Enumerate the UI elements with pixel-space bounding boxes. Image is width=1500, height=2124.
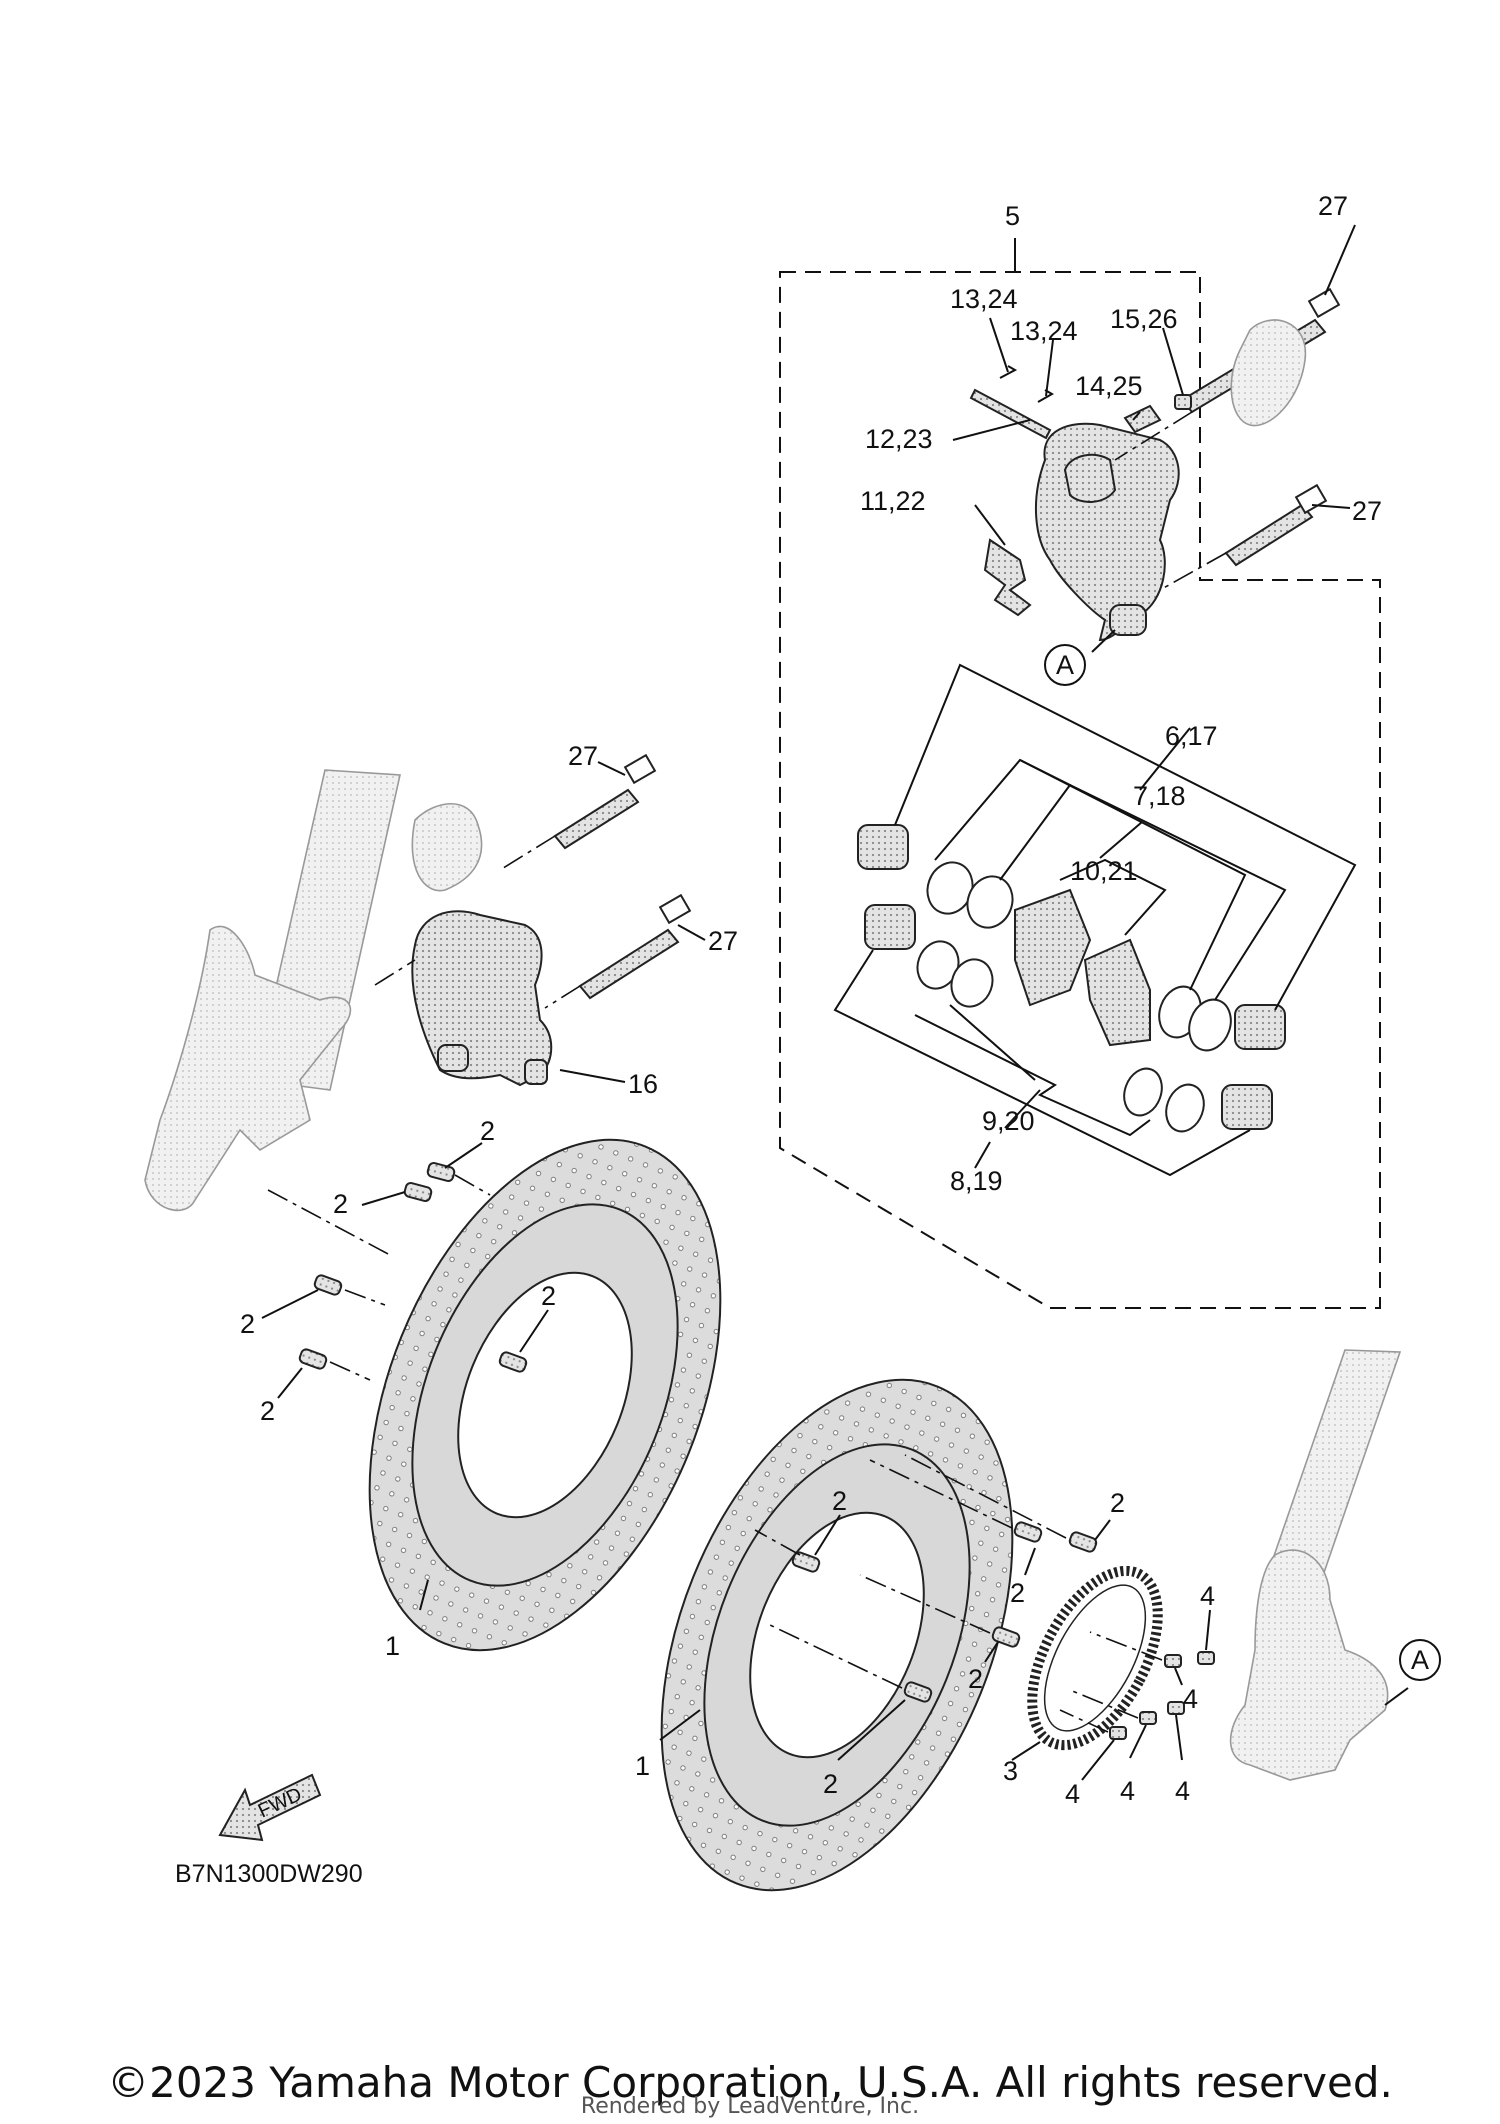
callout-2-d: 2: [240, 1309, 255, 1339]
callout-12-23: 12,23: [865, 424, 933, 454]
caliper-bolt-left-lower: [578, 893, 692, 1000]
callout-2-i: 2: [968, 1664, 983, 1694]
copyright-notice: ©2023 Yamaha Motor Corporation, U.S.A. A…: [107, 2058, 1393, 2107]
callout-3: 3: [1003, 1756, 1018, 1786]
reference-circle-a-bottom: [1399, 1639, 1441, 1681]
callout-a-top: A: [1056, 650, 1074, 680]
disc-bolt-guides: [267, 1174, 1067, 1689]
pin-clip-1: [999, 365, 1018, 379]
callout-6-17: 6,17: [1165, 721, 1218, 751]
rotor-screw-guides: [1059, 1631, 1163, 1733]
callout-2-g: 2: [1110, 1488, 1125, 1518]
callout-13-24-a: 13,24: [950, 284, 1018, 314]
callout-13-24-b: 13,24: [1010, 316, 1078, 346]
exploded-caliper-internals: [857, 824, 1286, 1133]
pin-clip-2: [1037, 389, 1055, 403]
callout-10-21: 10,21: [1070, 856, 1138, 886]
caliper-assembly-boundary: [779, 271, 1381, 1309]
rendered-by-notice: Rendered by LeadVenture, Inc.: [580, 2094, 920, 2119]
diagram-code: B7N1300DW290: [175, 1860, 363, 1888]
caliper-bracket-ghost-top: [1230, 319, 1307, 427]
fwd-label: FWD: [255, 1783, 306, 1822]
reference-circle-a-top: [1044, 644, 1086, 686]
left-fork-leg: [144, 769, 401, 1212]
callout-14-25: 14,25: [1075, 371, 1143, 401]
callout-a-bottom: A: [1411, 1645, 1429, 1675]
caliper-bracket-ghost-left: [411, 802, 483, 892]
callout-1-right: 1: [635, 1751, 650, 1781]
callout-2-h: 2: [1010, 1578, 1025, 1608]
left-brake-disc: [368, 1138, 722, 1652]
bleed-screw: [1123, 404, 1162, 434]
callout-8-19: 8,19: [950, 1166, 1003, 1196]
disc-bolts: [298, 1161, 1098, 1703]
callout-9-20: 9,20: [982, 1106, 1035, 1136]
callout-11-22: 11,22: [860, 486, 926, 516]
right-brake-disc: [660, 1378, 1014, 1892]
callout-4-a: 4: [1200, 1581, 1215, 1611]
callout-2-b: 2: [333, 1189, 348, 1219]
callout-15-26: 15,26: [1110, 304, 1178, 334]
callout-2-j: 2: [823, 1769, 838, 1799]
callout-4-b: 4: [1183, 1684, 1198, 1714]
front-brake-caliper-assembly: [1035, 422, 1180, 642]
abs-sensor-rotor: [1027, 1565, 1163, 1751]
callout-2-e: 2: [260, 1396, 275, 1426]
callout-2-c: 2: [541, 1281, 556, 1311]
callout-27-top-lower: 27: [1352, 496, 1382, 526]
callout-16: 16: [628, 1069, 658, 1099]
right-fork-leg: [1229, 1349, 1402, 1781]
callout-27-left-upper: 27: [568, 741, 598, 771]
callout-7-18: 7,18: [1133, 781, 1186, 811]
callout-27-top-upper: 27: [1318, 191, 1348, 221]
callout-1-left: 1: [385, 1631, 400, 1661]
left-brake-caliper: [411, 910, 553, 1087]
leaders-top: [952, 224, 1356, 653]
leaders-disc: [261, 1142, 1111, 1761]
callout-2-f: 2: [832, 1486, 847, 1516]
bleed-screw-cap: [1174, 394, 1192, 410]
rotor-screws: [1109, 1651, 1215, 1740]
callout-4-e: 4: [1065, 1779, 1080, 1809]
callout-4-d: 4: [1120, 1776, 1135, 1806]
caliper-bolt-left-upper: [553, 753, 657, 850]
callout-5: 5: [1005, 201, 1020, 231]
pad-spring: [983, 538, 1032, 617]
forward-arrow-icon: [218, 1773, 322, 1842]
callout-brackets-internals: [833, 663, 1357, 1177]
callout-labels: 5 27 13,24 13,24 15,26 14,25 12,23 11,22…: [175, 191, 1429, 1888]
caliper-bolt-top-lower: [1224, 483, 1328, 567]
pad-pin: [969, 388, 1052, 440]
callout-4-c: 4: [1175, 1776, 1190, 1806]
leaders-rotor: [1011, 1609, 1211, 1781]
callout-27-left-lower: 27: [708, 926, 738, 956]
callout-2-a: 2: [480, 1116, 495, 1146]
